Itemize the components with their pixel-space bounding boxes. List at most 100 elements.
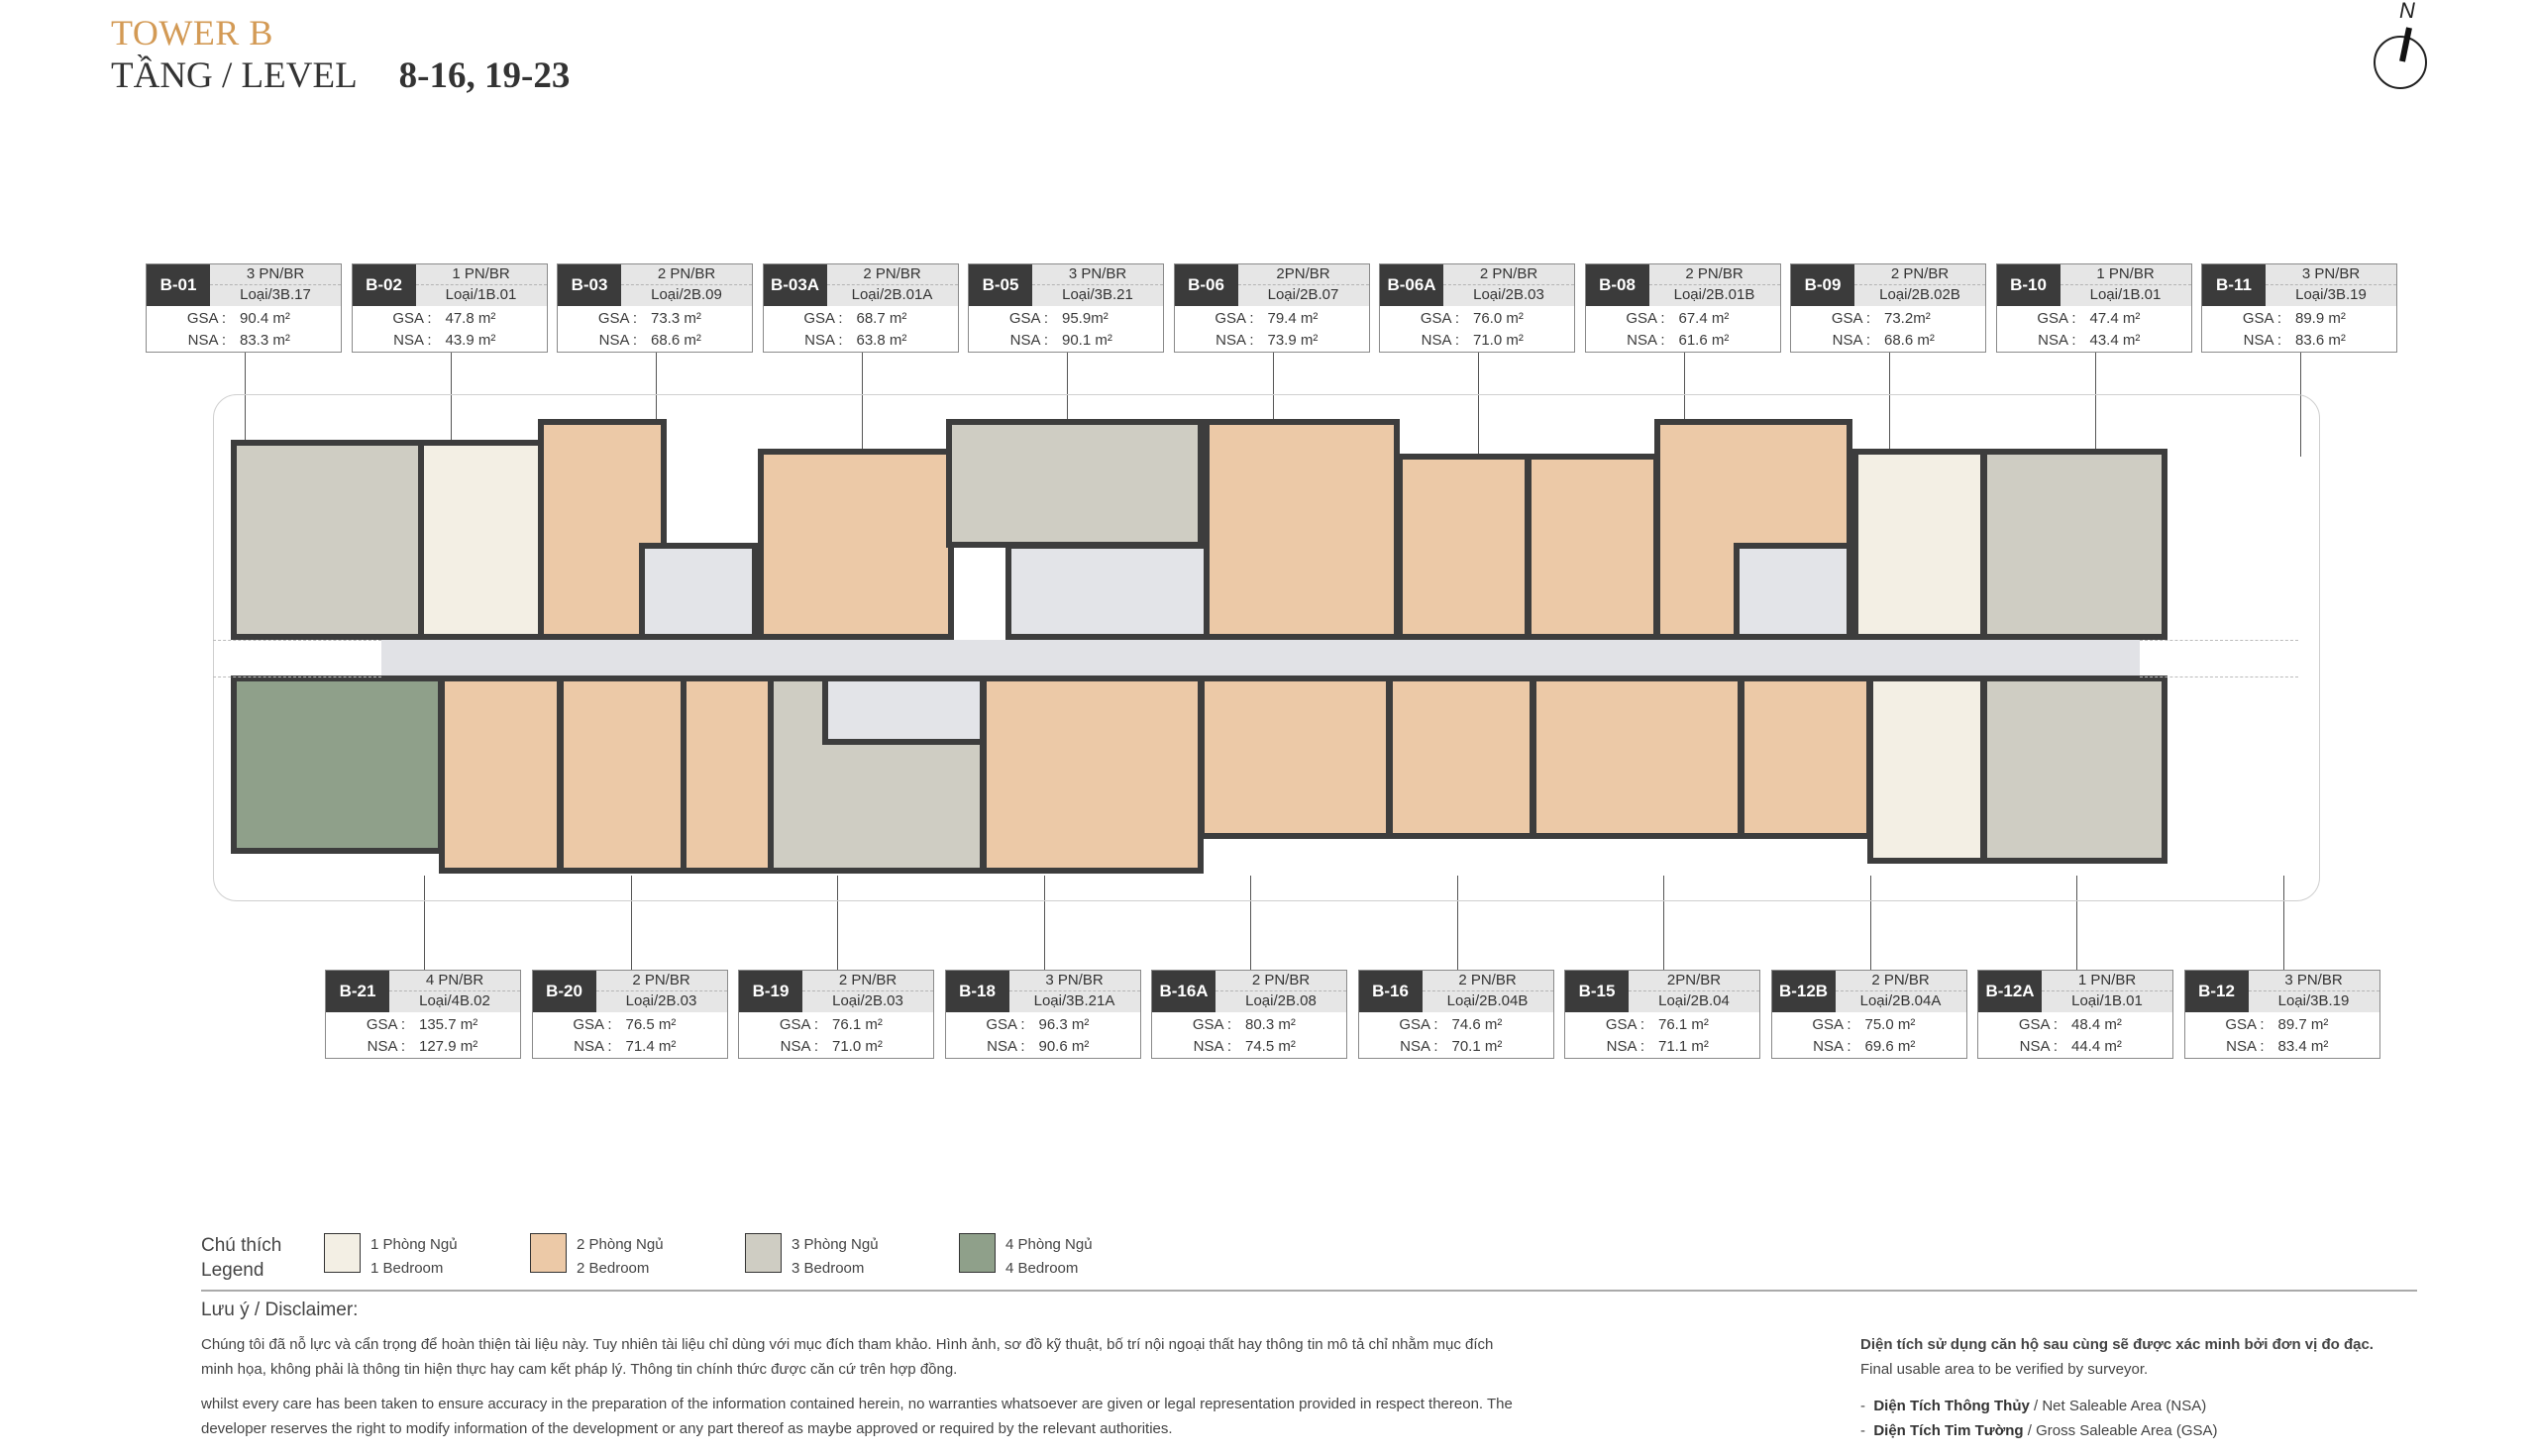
unit-id: B-16 bbox=[1358, 971, 1423, 1012]
nsa-value: 43.4 m² bbox=[2089, 332, 2141, 349]
unit-id: B-20 bbox=[532, 971, 596, 1012]
unit-block-B-12B[interactable] bbox=[1531, 676, 1744, 839]
nsa-value: 63.8 m² bbox=[856, 332, 907, 349]
unit-type-code: Loại/2B.01A bbox=[851, 286, 933, 303]
nsa-row: NSA :44.4 m² bbox=[1978, 1036, 2172, 1058]
gsa-definition: - Diện Tích Tim Tường / Gross Saleable A… bbox=[1860, 1418, 2218, 1443]
gsa-value: 47.4 m² bbox=[2089, 310, 2141, 327]
legend-3br-en: 3 Bedroom bbox=[792, 1260, 865, 1277]
legend-2br-vi: 2 Phòng Ngủ bbox=[577, 1236, 664, 1253]
legend-3br-vi: 3 Phòng Ngủ bbox=[792, 1236, 879, 1253]
unit-block-B-08[interactable] bbox=[1526, 454, 1659, 640]
bullet: - bbox=[1860, 1422, 1865, 1439]
nsa-value: 61.6 m² bbox=[1678, 332, 1730, 349]
note-en: Final usable area to be verified by surv… bbox=[1860, 1361, 2149, 1378]
gsa-value: 135.7 m² bbox=[419, 1016, 478, 1033]
unit-id: B-03A bbox=[763, 264, 827, 306]
unit-block-B-12A[interactable] bbox=[1867, 676, 1986, 864]
unit-type-code: Loại/2B.04 bbox=[1658, 992, 1730, 1009]
unit-block-B-21[interactable] bbox=[231, 676, 444, 854]
unit-block-B-06[interactable] bbox=[1204, 419, 1400, 640]
unit-id: B-11 bbox=[2202, 264, 2266, 306]
nsa-value: 70.1 m² bbox=[1451, 1038, 1503, 1055]
nsa-row: NSA :71.1 m² bbox=[1565, 1036, 1759, 1058]
nsa-value: 71.0 m² bbox=[832, 1038, 883, 1055]
leader-line bbox=[1889, 353, 1890, 457]
gsa-label: GSA : bbox=[1812, 1016, 1851, 1033]
unit-block-B-16A[interactable] bbox=[981, 676, 1204, 874]
unit-block-B-01[interactable] bbox=[231, 440, 424, 640]
gsa-label: GSA : bbox=[779, 1016, 818, 1033]
unit-block-B-02[interactable] bbox=[418, 440, 547, 640]
unit-block-B-03A[interactable] bbox=[758, 449, 954, 640]
nsa-value: 44.4 m² bbox=[2071, 1038, 2122, 1055]
unit-type-code: Loại/2B.04A bbox=[1859, 992, 1942, 1009]
unit-block-B-05[interactable] bbox=[946, 419, 1204, 548]
north-label: N bbox=[2399, 0, 2415, 23]
lift-core-bottom bbox=[822, 676, 986, 745]
unit-block-B-06A[interactable] bbox=[1397, 454, 1531, 640]
unit-block-B-20[interactable] bbox=[439, 676, 563, 874]
gsa-value: 80.3 m² bbox=[1245, 1016, 1296, 1033]
unit-block-B-15[interactable] bbox=[1387, 676, 1535, 839]
nsa-label: NSA : bbox=[1627, 332, 1665, 349]
north-arrow-icon: N bbox=[2373, 0, 2432, 94]
unit-id: B-18 bbox=[945, 971, 1009, 1012]
gsa-value: 95.9m² bbox=[1062, 310, 1109, 327]
unit-block-B-19b[interactable] bbox=[681, 676, 775, 874]
gsa-label: GSA : bbox=[2225, 1016, 2265, 1033]
unit-block-B-19[interactable] bbox=[558, 676, 687, 874]
unit-bedrooms: 2 PN/BR bbox=[802, 971, 933, 991]
nsa-label: NSA : bbox=[393, 332, 432, 349]
nsa-row: NSA :43.9 m² bbox=[353, 330, 547, 352]
gsa-label: GSA : bbox=[986, 1016, 1025, 1033]
nsa-row: NSA :83.3 m² bbox=[147, 330, 341, 352]
disclaimer-title-en: Disclaimer: bbox=[264, 1300, 359, 1320]
unit-block-B-11[interactable] bbox=[1981, 449, 2167, 640]
gsa-label: GSA : bbox=[1831, 310, 1870, 327]
unit-id: B-12 bbox=[2184, 971, 2249, 1012]
gsa-label: GSA : bbox=[2037, 310, 2076, 327]
legend-1br-vi: 1 Phòng Ngủ bbox=[370, 1236, 458, 1253]
unit-type-code: Loại/2B.07 bbox=[1267, 286, 1339, 303]
leader-line bbox=[450, 353, 452, 457]
unit-block-B-12[interactable] bbox=[1981, 676, 2167, 864]
unit-type-code: Loại/2B.09 bbox=[651, 286, 722, 303]
unit-block-B-10[interactable] bbox=[1852, 449, 1986, 640]
unit-block-B-12B-2[interactable] bbox=[1739, 676, 1872, 839]
nsa-row: NSA : 61.6 m² bbox=[1586, 330, 1780, 352]
unit-type-code: Loại/2B.01B bbox=[1673, 286, 1755, 303]
unit-block-B-16[interactable] bbox=[1199, 676, 1392, 839]
unit-type-code: Loại/2B.03 bbox=[625, 992, 697, 1009]
legend-4br-en: 4 Bedroom bbox=[1005, 1260, 1079, 1277]
